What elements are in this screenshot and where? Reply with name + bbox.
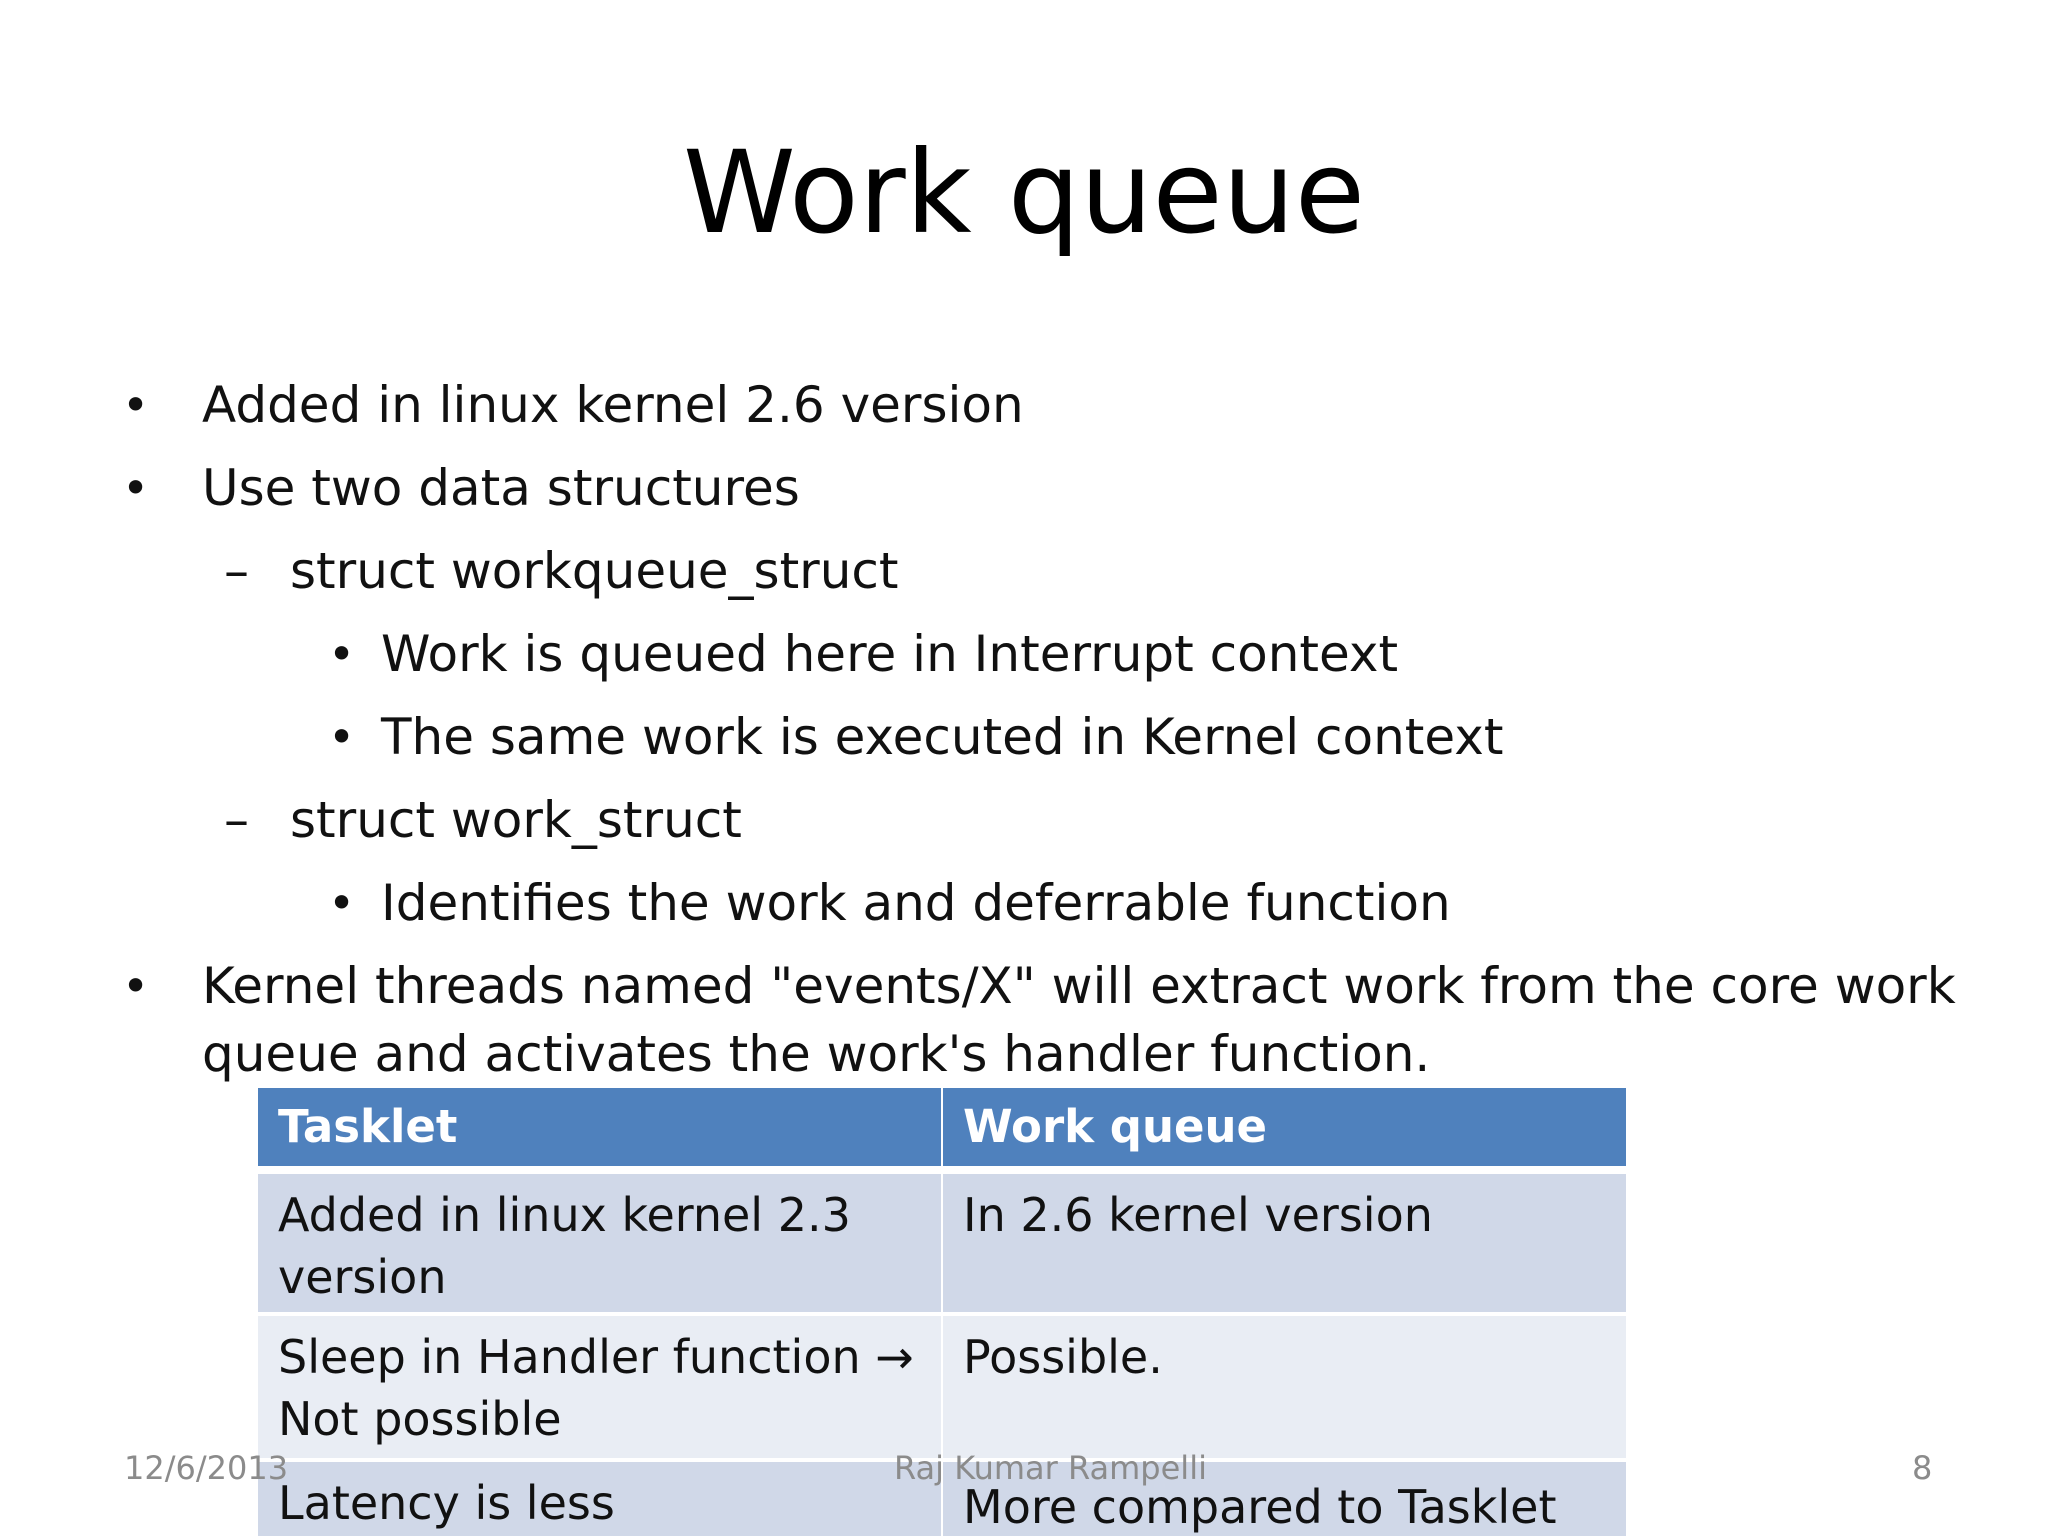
bullet-item: Use two data structures — [202, 459, 800, 517]
slide-title: Work queue — [682, 126, 1366, 259]
table-cell: Sleep in Handler function → Not possible — [258, 1316, 941, 1458]
footer-author: Raj Kumar Rampelli — [894, 1449, 1207, 1487]
table-cell: Added in linux kernel 2.3 version — [258, 1174, 941, 1312]
bullet-marker: • — [328, 710, 356, 764]
bullet-item: Kernel threads named "events/X" will ext… — [202, 957, 1956, 1015]
bullet-marker: • — [122, 461, 150, 515]
sub-sub-bullet-item: Work is queued here in Interrupt context — [381, 625, 1399, 683]
bullet-marker: • — [328, 627, 356, 681]
table-header-work-queue: Work queue — [943, 1088, 1626, 1166]
bullet-item: Added in linux kernel 2.6 version — [202, 376, 1024, 434]
dash-marker: – — [224, 542, 249, 600]
table-cell: More compared to Tasklet — [943, 1462, 1626, 1536]
table-cell: Latency is less — [258, 1462, 941, 1536]
sub-bullet-item: struct work_struct — [290, 791, 742, 849]
sub-sub-bullet-item: The same work is executed in Kernel cont… — [381, 708, 1504, 766]
sub-bullet-item: struct workqueue_struct — [290, 542, 899, 600]
footer-date: 12/6/2013 — [124, 1449, 289, 1487]
bullet-marker: • — [122, 378, 150, 432]
sub-sub-bullet-item: Identifies the work and deferrable funct… — [381, 874, 1451, 932]
bullet-marker: • — [122, 959, 150, 1013]
footer-page-number: 8 — [1912, 1449, 1933, 1487]
table-cell: In 2.6 kernel version — [943, 1174, 1626, 1312]
bullet-item-continuation: queue and activates the work's handler f… — [202, 1025, 1431, 1083]
bullet-marker: • — [328, 876, 356, 930]
table-cell: Possible. — [943, 1316, 1626, 1458]
dash-marker: – — [224, 791, 249, 849]
table-header-tasklet: Tasklet — [258, 1088, 941, 1166]
